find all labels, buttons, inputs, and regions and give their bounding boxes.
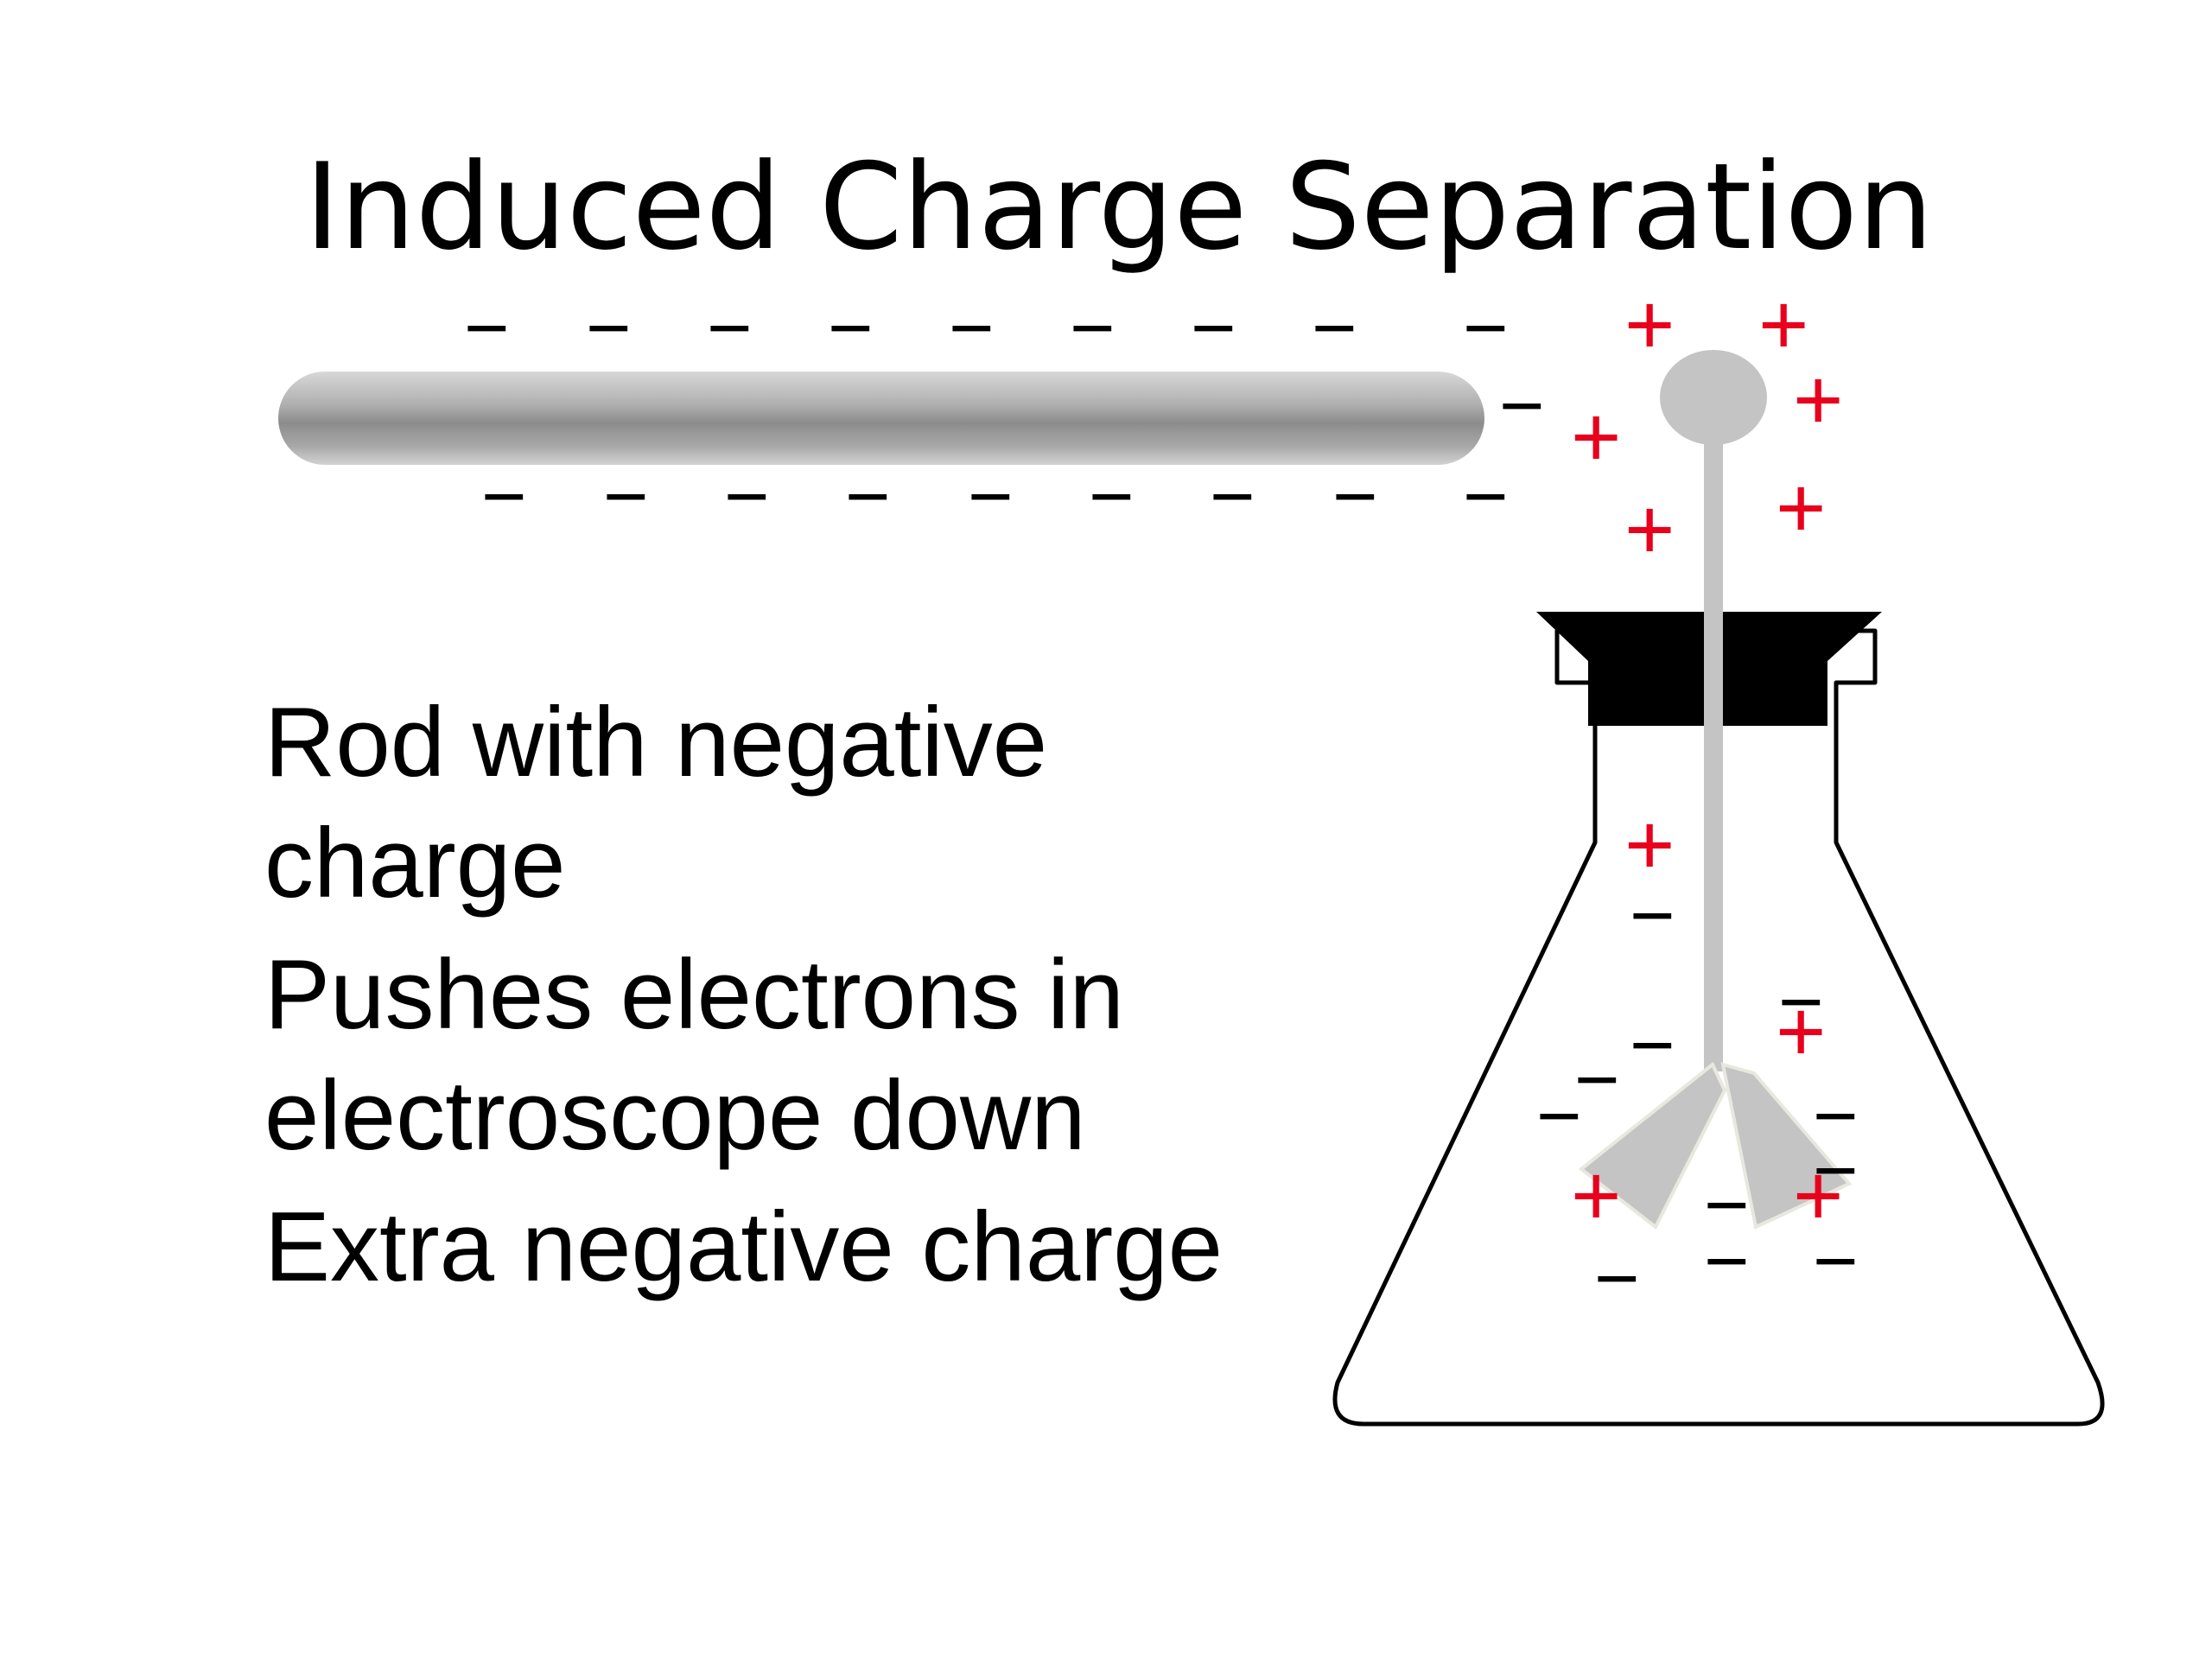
negative-charge-sign: − (1536, 1073, 1582, 1160)
negative-charge-sign: − (1630, 1002, 1675, 1089)
negative-charge-sign: − (1813, 1218, 1859, 1305)
negative-charge-sign: − (1463, 285, 1509, 372)
negative-charge-sign: − (1312, 285, 1357, 372)
negative-charge-sign: − (707, 285, 753, 372)
negative-charge-sign: − (968, 454, 1014, 540)
rod-negative-charges-top: − − − − − − − − − − (464, 285, 1545, 449)
negative-charge-sign: − (1499, 363, 1545, 449)
negative-charge-sign: − (1594, 1236, 1640, 1322)
positive-charge-sign: + (1776, 460, 1826, 556)
negative-charge-sign: − (1704, 1162, 1750, 1249)
negative-charge-sign: − (481, 454, 527, 540)
negative-charge-sign: − (845, 454, 891, 540)
negative-charge-sign: − (1210, 454, 1255, 540)
negative-charge-sign: − (1574, 1037, 1620, 1123)
negative-charge-sign: − (1813, 1128, 1859, 1214)
positive-charge-sign: + (1624, 797, 1675, 893)
negative-charge-sign: − (1813, 1073, 1859, 1160)
electroscope-leaf-left (1578, 1061, 1727, 1230)
negative-charge-sign: − (1778, 959, 1824, 1046)
negative-charge-sign: − (586, 285, 632, 372)
positive-charge-sign: + (1624, 276, 1675, 373)
negative-charge-sign: − (1630, 873, 1675, 959)
rod-negative-charges-bottom: − − − − − − − − − (481, 454, 1509, 540)
negative-charge-sign: − (1704, 1218, 1750, 1305)
electroscope-knob (1660, 350, 1767, 445)
flask-charges: + − − + − − − − − + + − − − − (1536, 797, 1859, 1322)
negative-charge-sign: − (464, 285, 510, 372)
positive-charge-sign: + (1571, 389, 1621, 486)
slide-title: Induced Charge Separation (304, 137, 1934, 276)
positive-charge-sign: + (1758, 276, 1808, 373)
bullet-item: Extra negative charge (264, 1192, 1223, 1302)
negative-charge-sign: − (603, 454, 649, 540)
negative-charge-sign: − (724, 454, 770, 540)
electroscope-stem (1704, 436, 1723, 1071)
negative-charge-sign: − (1332, 454, 1378, 540)
negative-charge-sign: − (1463, 454, 1509, 540)
positive-charge-sign: + (1571, 1147, 1621, 1244)
positive-charge-sign: + (1793, 1147, 1843, 1244)
positive-charge-sign: + (1776, 983, 1826, 1080)
electroscope-leaf-right (1720, 1062, 1853, 1230)
charged-rod (278, 372, 1484, 465)
knob-positive-charges: + + + + + + (1571, 276, 1843, 578)
negative-charge-sign: − (949, 285, 995, 372)
negative-charge-sign: − (1191, 285, 1236, 372)
bullet-item: Pushes electrons in electroscope down (264, 940, 1124, 1171)
negative-charge-sign: − (1089, 454, 1135, 540)
positive-charge-sign: + (1793, 352, 1843, 448)
negative-charge-sign: − (828, 285, 874, 372)
bullet-item: Rod with negative charge (264, 688, 1048, 918)
positive-charge-sign: + (1624, 481, 1675, 578)
bullet-list: Rod with negative charge Pushes electron… (264, 683, 1301, 1319)
negative-charge-sign: − (1070, 285, 1116, 372)
